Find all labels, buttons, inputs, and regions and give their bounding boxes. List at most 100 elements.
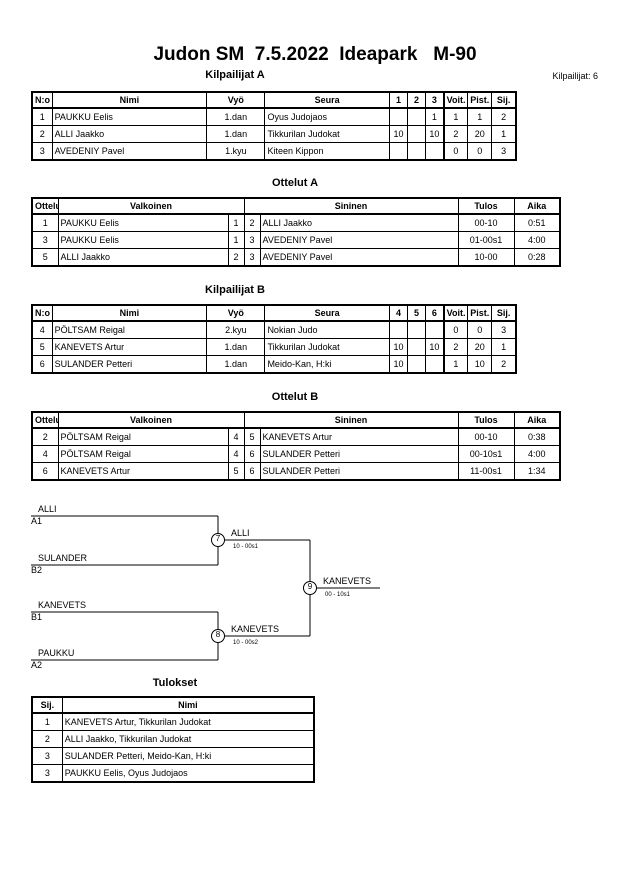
cell-belt: 2.kyu (206, 320, 266, 339)
table-row: 3 PAUKKU Eelis 1 3 AVEDENIY Pavel 01-00s… (31, 231, 561, 249)
cell-blue: SULANDER Petteri (259, 445, 459, 463)
matches-b-table: Ottelu Valkoinen Sininen Tulos Aika 2 PÖ… (31, 411, 562, 481)
match-circle (211, 533, 225, 547)
results-table: Sij. Nimi 1 KANEVETS Artur, Tikkurilan J… (31, 696, 315, 783)
cell-score: 10 (425, 125, 445, 143)
cell-score: 10 (388, 338, 409, 356)
table-row: 1 PAUKKU Eelis 1 2 ALLI Jaakko 00-10 0:5… (31, 213, 561, 232)
col-header: Nimi (51, 304, 208, 322)
cell-time: 0:28 (513, 248, 561, 267)
table-row: 3 PAUKKU Eelis, Oyus Judojaos (31, 764, 315, 783)
cell-score: 10 (425, 338, 445, 356)
match-circle (211, 629, 225, 643)
entrant-seed: A1 (31, 516, 43, 526)
entrant-name: ALLI (38, 504, 57, 514)
cell-no: 6 (31, 355, 53, 374)
entrant-name: PAUKKU (38, 648, 75, 658)
table-row: 3 AVEDENIY Pavel 1.kyu Kiteen Kippon 0 0… (31, 142, 517, 161)
table-row: 2 ALLI Jaakko, Tikkurilan Judokat (31, 730, 315, 748)
cell-time: 1:34 (513, 462, 561, 481)
col-header: Sininen (243, 197, 459, 215)
table-row: 6 SULANDER Petteri 1.dan Meido-Kan, H:ki… (31, 355, 517, 374)
cell-belt: 1.dan (206, 355, 266, 374)
final-match-number: 9 (307, 582, 313, 591)
col-header: Seura (264, 91, 390, 109)
col-header: 3 (425, 91, 445, 109)
entrant-name: SULANDER (38, 553, 88, 563)
col-header: Aika (513, 197, 561, 215)
semi1-match-number: 7 (215, 534, 221, 543)
cell-score (425, 142, 445, 161)
col-header: Sininen (243, 411, 459, 429)
cell-belt: 1.dan (206, 125, 266, 143)
matches-b-heading: Ottelut B (271, 391, 319, 403)
table-row: 2 PÖLTSAM Reigal 4 5 KANEVETS Artur 00-1… (31, 427, 561, 446)
matches-a-heading: Ottelut A (271, 177, 319, 189)
col-header: N:o (31, 91, 53, 109)
semi2-winner: KANEVETS (231, 624, 280, 634)
cell-score (425, 355, 445, 374)
cell-place: 1 (31, 712, 63, 731)
table-row: 5 KANEVETS Artur 1.dan Tikkurilan Judoka… (31, 338, 517, 356)
cell-place: 1 (491, 338, 517, 356)
cell-name: KANEVETS Artur (51, 338, 208, 356)
entrant-seed: B2 (31, 565, 43, 575)
col-header: Ottelu (31, 197, 59, 215)
semi2-match-number: 8 (215, 630, 221, 639)
table-row: 1 PAUKKU Eelis 1.dan Oyus Judojaos 1 1 1… (31, 107, 517, 126)
cell-name: KANEVETS Artur, Tikkurilan Judokat (61, 712, 315, 731)
col-header: Vyö (206, 304, 266, 322)
col-header: Nimi (61, 696, 315, 714)
cell-place: 3 (31, 764, 63, 783)
cell-time: 4:00 (513, 231, 561, 249)
entrant-seed: A2 (31, 660, 43, 670)
cell-place: 2 (491, 355, 517, 374)
pool-b-table: N:o Nimi Vyö Seura 4 5 6 Voit. Pist. Sij… (31, 304, 517, 374)
cell-no: 5 (31, 338, 53, 356)
cell-blue-no: 6 (243, 445, 261, 463)
matches-a-table: Ottelu Valkoinen Sininen Tulos Aika 1 PA… (31, 197, 562, 267)
results-heading: Tulokset (152, 677, 198, 689)
col-header: Sij. (491, 304, 517, 322)
cell-place: 1 (491, 125, 517, 143)
semi1-winner: ALLI (231, 528, 250, 538)
cell-belt: 1.kyu (206, 142, 266, 161)
cell-place: 2 (31, 730, 63, 748)
semi1-score: 10 - 00s1 (233, 544, 259, 550)
cell-points: 20 (467, 338, 493, 356)
entrant-seed: B1 (31, 612, 43, 622)
cell-time: 4:00 (513, 445, 561, 463)
semi2-score: 10 - 00s2 (233, 640, 259, 646)
col-header: Vyö (206, 91, 266, 109)
cell-belt: 1.dan (206, 338, 266, 356)
final-winner: KANEVETS (323, 576, 372, 586)
cell-name: PAUKKU Eelis, Oyus Judojaos (61, 764, 315, 783)
table-row: 4 PÖLTSAM Reigal 4 6 SULANDER Petteri 00… (31, 445, 561, 463)
cell-blue: AVEDENIY Pavel (259, 248, 459, 267)
cell-place: 3 (491, 142, 517, 161)
cell-name: ALLI Jaakko, Tikkurilan Judokat (61, 730, 315, 748)
cell-name: ALLI Jaakko (51, 125, 208, 143)
cell-wins: 0 (443, 142, 469, 161)
final-score: 00 - 10s1 (325, 592, 351, 598)
col-header: 6 (425, 304, 445, 322)
col-header: Sij. (491, 91, 517, 109)
col-header: N:o (31, 304, 53, 322)
col-header: Nimi (51, 91, 208, 109)
cell-white-no: 4 (227, 445, 245, 463)
pool-a-table: N:o Nimi Vyö Seura 1 2 3 Voit. Pist. Sij… (31, 91, 517, 161)
pool-a-heading: Kilpailijat A (205, 69, 265, 81)
col-header: Valkoinen (57, 411, 245, 429)
cell-club: Kiteen Kippon (264, 142, 390, 161)
col-header: 1 (388, 91, 409, 109)
cell-blue: SULANDER Petteri (259, 462, 459, 481)
cell-no: 4 (31, 320, 53, 339)
table-row: 2 ALLI Jaakko 1.dan Tikkurilan Judokat 1… (31, 125, 517, 143)
page-title: Judon SM 7.5.2022 Ideapark M-90 (153, 44, 477, 65)
cell-club: Tikkurilan Judokat (264, 125, 390, 143)
cell-place: 3 (31, 747, 63, 765)
col-header: Sij. (31, 696, 63, 714)
table-row: 3 SULANDER Petteri, Meido-Kan, H:ki (31, 747, 315, 765)
cell-white: KANEVETS Artur (57, 462, 229, 481)
